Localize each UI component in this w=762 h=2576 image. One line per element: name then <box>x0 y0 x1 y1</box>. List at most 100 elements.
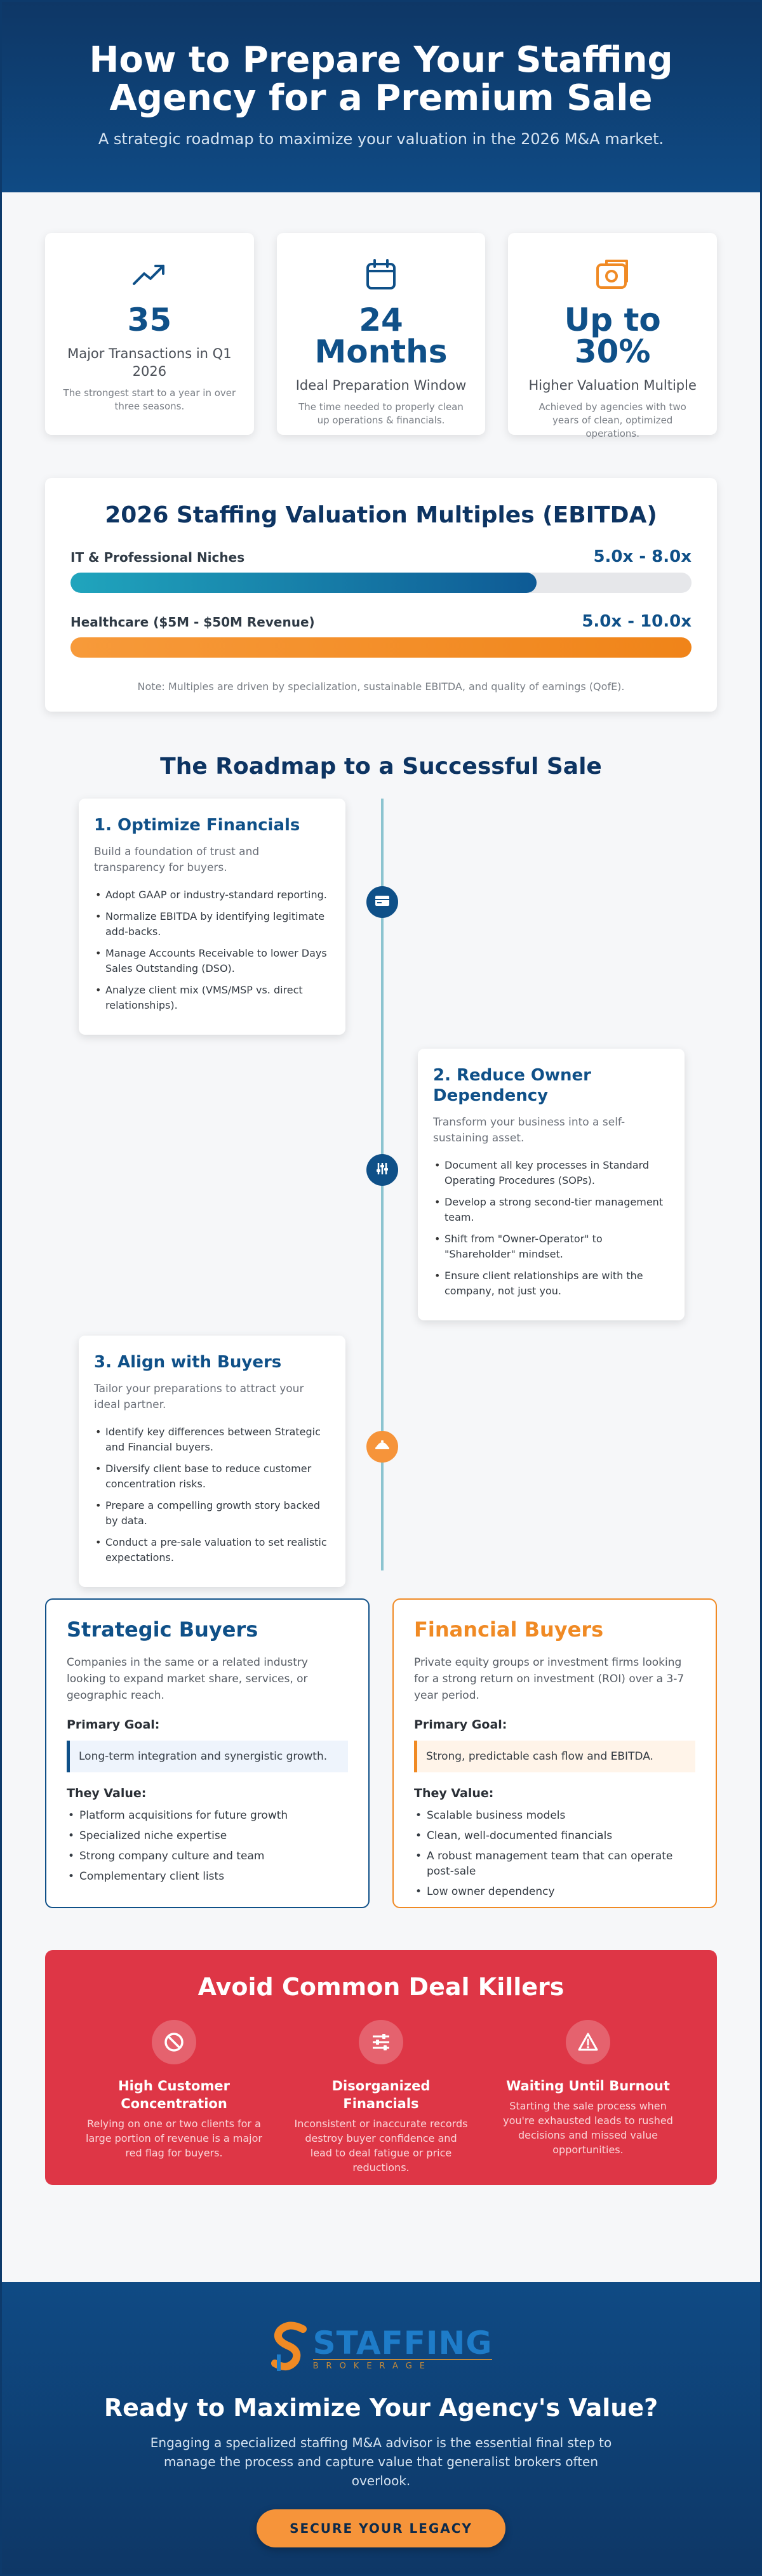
roadmap-step-buyers: 3. Align with Buyers Tailor your prepara… <box>79 1336 345 1587</box>
deal-killer-title: High Customer Concentration <box>118 2078 230 2111</box>
stat-label: Higher Valuation Multiple <box>528 378 697 393</box>
valuation-multiples-card: 2026 Staffing Valuation Multiples (EBITD… <box>45 478 717 712</box>
deal-killer-description: Inconsistent or inaccurate records destr… <box>294 2118 468 2174</box>
step-list: Identify key differences between Strateg… <box>94 1424 330 1565</box>
list-item: Scalable business models <box>414 1808 695 1823</box>
footer-cta-section: STAFFING BROKERAGE Ready to Maximize You… <box>2 2282 760 2574</box>
calendar-icon <box>295 258 468 291</box>
multiple-bar-track <box>70 637 692 658</box>
list-item: Manage Accounts Receivable to lower Days… <box>94 946 330 976</box>
list-item: Low owner dependency <box>414 1884 695 1899</box>
step-title: 3. Align with Buyers <box>94 1353 282 1372</box>
deal-killer-concentration: High Customer Concentration Relying on o… <box>70 2020 277 2175</box>
deal-killer-burnout: Waiting Until Burnout Starting the sale … <box>485 2020 692 2175</box>
multiples-note: Note: Multiples are driven by specializa… <box>137 681 625 693</box>
footer-text: Engaging a specialized staffing M&A advi… <box>150 2435 612 2488</box>
ban-icon <box>152 2020 196 2064</box>
deal-killers-list: High Customer Concentration Relying on o… <box>70 2020 692 2175</box>
deal-killer-description: Starting the sale process when you're ex… <box>503 2100 673 2156</box>
financial-buyers-card: Financial Buyers Private equity groups o… <box>392 1598 717 1908</box>
buyer-title: Financial Buyers <box>414 1617 604 1642</box>
list-item: Shift from "Owner-Operator" to "Sharehol… <box>433 1232 669 1262</box>
timeline-dot-buyers <box>366 1431 398 1463</box>
list-item: Develop a strong second-tier management … <box>433 1195 669 1225</box>
goal-callout: Long-term integration and synergistic gr… <box>67 1741 348 1772</box>
secure-legacy-button[interactable]: SECURE YOUR LEGACY <box>257 2509 505 2547</box>
list-item: Strong company culture and team <box>67 1849 348 1864</box>
multiple-bar-fill <box>70 637 692 658</box>
buyer-description: Private equity groups or investment firm… <box>414 1656 685 1702</box>
stat-card-preparation: 24 Months Ideal Preparation Window The t… <box>276 233 486 435</box>
list-item: A robust management team that can operat… <box>414 1849 695 1879</box>
values-label: They Value: <box>67 1786 147 1800</box>
sliders-icon <box>359 2020 403 2064</box>
timeline-dot-financials <box>366 886 398 918</box>
list-item: Document all key processes in Standard O… <box>433 1158 669 1188</box>
multiple-row-label: Healthcare ($5M - $50M Revenue) <box>70 614 315 630</box>
strategic-buyers-card: Strategic Buyers Companies in the same o… <box>45 1598 370 1908</box>
multiple-row-value: 5.0x - 10.0x <box>582 612 692 631</box>
handshake-icon <box>375 1440 390 1454</box>
hero-subtitle: A strategic roadmap to maximize your val… <box>98 130 664 148</box>
multiple-row-label: IT & Professional Niches <box>70 550 245 565</box>
list-item: Diversify client base to reduce customer… <box>94 1461 330 1492</box>
step-intro: Build a foundation of trust and transpar… <box>94 846 260 874</box>
list-item: Clean, well-documented financials <box>414 1828 695 1843</box>
stat-value: 24 Months <box>314 302 448 370</box>
stat-card-transactions: 35 Major Transactions in Q1 2026 The str… <box>45 233 254 435</box>
trending-up-icon <box>63 258 236 291</box>
logo-word: STAFFING <box>312 2324 493 2361</box>
roadmap-title: The Roadmap to a Successful Sale <box>160 754 602 780</box>
roadmap-timeline: 1. Optimize Financials Build a foundatio… <box>45 799 717 1598</box>
multiple-row-healthcare: Healthcare ($5M - $50M Revenue) 5.0x - 1… <box>70 612 692 658</box>
deal-killer-title: Waiting Until Burnout <box>506 2078 670 2094</box>
list-item: Specialized niche expertise <box>67 1828 348 1843</box>
stat-description: Achieved by agencies with two years of c… <box>538 401 686 439</box>
buyer-description: Companies in the same or a related indus… <box>67 1656 308 1702</box>
list-item: Platform acquisitions for future growth <box>67 1808 348 1823</box>
stat-description: The time needed to properly clean up ope… <box>298 401 464 426</box>
list-item: Ensure client relationships are with the… <box>433 1268 669 1299</box>
stat-description: The strongest start to a year in over th… <box>63 387 236 412</box>
sliders-icon <box>375 1162 389 1178</box>
list-item: Prepare a compelling growth story backed… <box>94 1498 330 1529</box>
deal-killer-description: Relying on one or two clients for a larg… <box>86 2118 262 2159</box>
multiple-bar-fill <box>70 573 537 593</box>
stat-label: Major Transactions in Q1 2026 <box>67 346 232 379</box>
roadmap-step-owner: 2. Reduce Owner Dependency Transform you… <box>418 1049 685 1320</box>
list-item: Complementary client lists <box>67 1869 348 1884</box>
step-list: Adopt GAAP or industry-standard reportin… <box>94 887 330 1013</box>
deal-killers-title: Avoid Common Deal Killers <box>197 1973 565 2001</box>
list-item: Conduct a pre-sale valuation to set real… <box>94 1535 330 1565</box>
multiples-title: 2026 Staffing Valuation Multiples (EBITD… <box>105 502 657 528</box>
list-item: Normalize EBITDA by identifying legitima… <box>94 909 330 939</box>
deal-killer-financials: Disorganized Financials Inconsistent or … <box>277 2020 485 2175</box>
main-content: 35 Major Transactions in Q1 2026 The str… <box>2 192 760 2282</box>
list-item: Adopt GAAP or industry-standard reportin… <box>94 887 330 903</box>
warning-icon <box>566 2020 610 2064</box>
stats-row: 35 Major Transactions in Q1 2026 The str… <box>45 233 718 439</box>
values-label: They Value: <box>414 1786 494 1800</box>
stat-label: Ideal Preparation Window <box>295 378 467 393</box>
stat-card-multiple: Up to 30% Higher Valuation Multiple Achi… <box>508 233 718 439</box>
values-list: Scalable business models Clean, well-doc… <box>414 1808 695 1899</box>
step-list: Document all key processes in Standard O… <box>433 1158 669 1299</box>
values-list: Platform acquisitions for future growth … <box>67 1808 348 1884</box>
list-item: Identify key differences between Strateg… <box>94 1424 330 1455</box>
money-box-icon <box>526 258 699 291</box>
buyer-types: Strategic Buyers Companies in the same o… <box>45 1598 717 1908</box>
goal-callout: Strong, predictable cash flow and EBITDA… <box>414 1741 695 1772</box>
footer-title: Ready to Maximize Your Agency's Value? <box>104 2394 658 2422</box>
timeline-dot-owner <box>366 1154 398 1186</box>
deal-killers-section: Avoid Common Deal Killers High Customer … <box>45 1950 717 2185</box>
deal-killer-title: Disorganized Financials <box>331 2078 431 2111</box>
buyer-title: Strategic Buyers <box>67 1617 258 1642</box>
hero-section: How to Prepare Your Staffing Agency for … <box>2 2 760 192</box>
cash-icon <box>375 895 390 909</box>
step-intro: Transform your business into a self-sust… <box>433 1116 625 1145</box>
stat-value: 35 <box>127 302 172 338</box>
list-item: Analyze client mix (VMS/MSP vs. direct r… <box>94 983 330 1013</box>
step-intro: Tailor your preparations to attract your… <box>94 1383 304 1411</box>
multiple-bar-track <box>70 573 692 593</box>
